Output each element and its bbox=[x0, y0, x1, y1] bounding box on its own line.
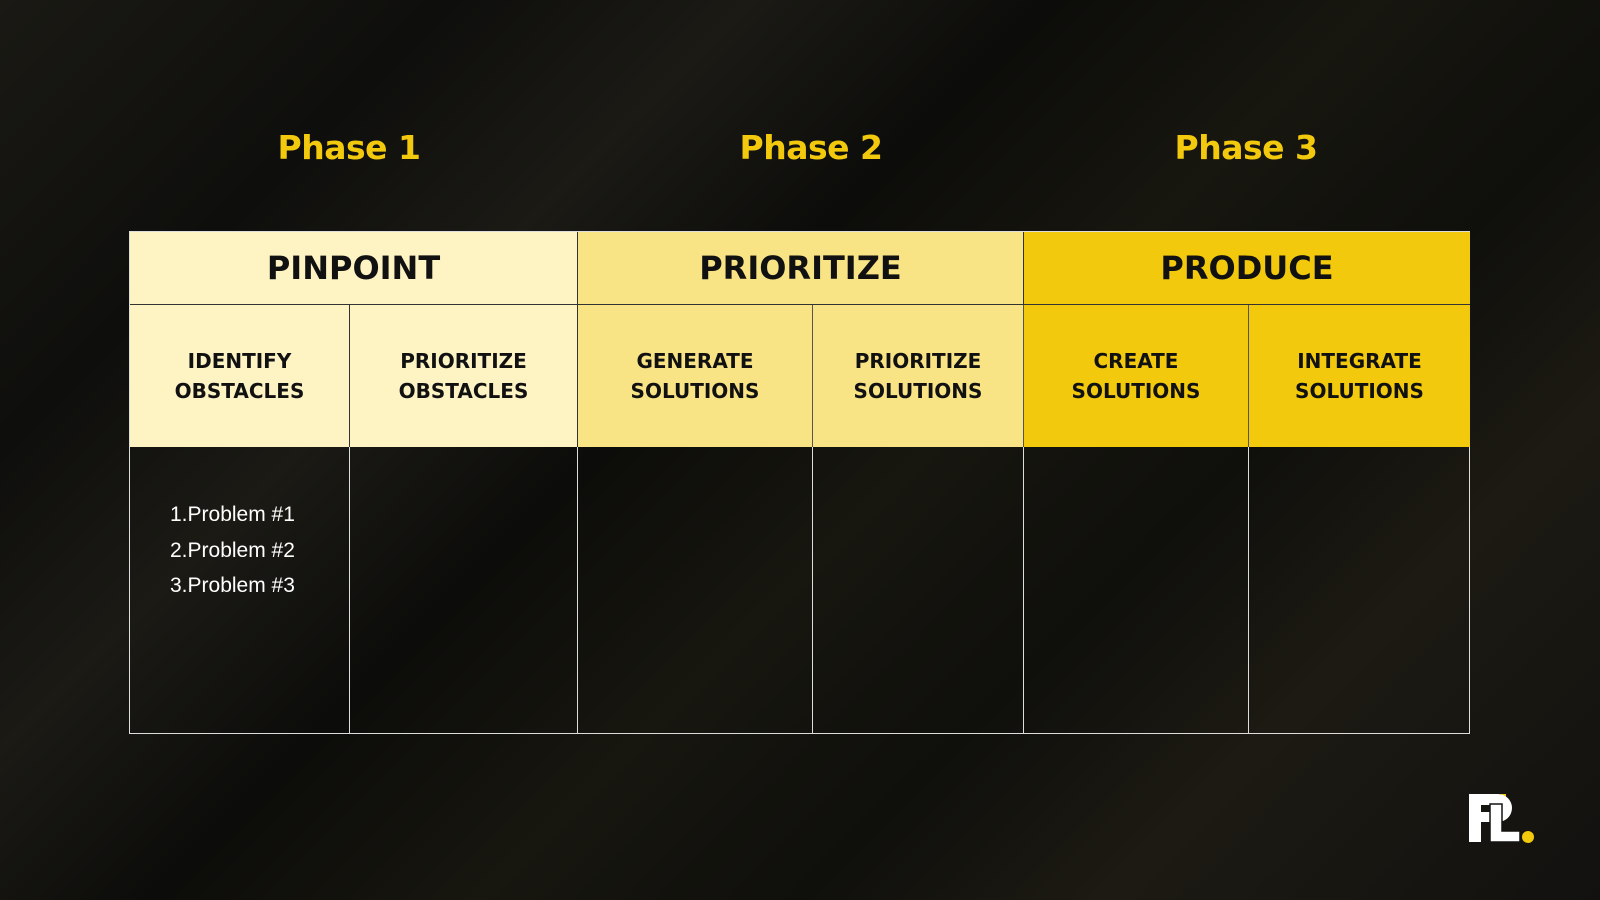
step-prioritize-obstacles: PRIORITIZE OBSTACLES bbox=[350, 305, 578, 447]
phase-3-title: Phase 3 bbox=[1174, 128, 1318, 167]
step-integrate-solutions: INTEGRATE SOLUTIONS bbox=[1249, 305, 1470, 447]
cell-create-solutions bbox=[1024, 447, 1249, 734]
problem-list: 1.Problem #1 2.Problem #2 3.Problem #3 bbox=[170, 497, 295, 604]
step-identify-obstacles: IDENTIFY OBSTACLES bbox=[130, 305, 350, 447]
step-label: OBSTACLES bbox=[174, 379, 305, 403]
step-label: OBSTACLES bbox=[398, 379, 529, 403]
step-label: SOLUTIONS bbox=[1071, 379, 1201, 403]
step-prioritize-solutions: PRIORITIZE SOLUTIONS bbox=[813, 305, 1024, 447]
cell-generate-solutions bbox=[578, 447, 813, 734]
step-label: GENERATE bbox=[636, 349, 754, 373]
step-label: IDENTIFY bbox=[187, 349, 292, 373]
phase-1-title: Phase 1 bbox=[277, 128, 421, 167]
stage-prioritize: PRIORITIZE bbox=[578, 232, 1024, 305]
step-generate-solutions: GENERATE SOLUTIONS bbox=[578, 305, 813, 447]
list-item: 3.Problem #3 bbox=[170, 574, 295, 597]
step-label: PRIORITIZE bbox=[400, 349, 527, 373]
stage-produce: PRODUCE bbox=[1024, 232, 1470, 305]
step-label: INTEGRATE bbox=[1297, 349, 1422, 373]
logo bbox=[1469, 794, 1534, 843]
cell-integrate-solutions bbox=[1249, 447, 1470, 734]
list-item: 1.Problem #1 bbox=[170, 503, 295, 526]
cell-prioritize-obstacles bbox=[350, 447, 578, 734]
cell-prioritize-solutions bbox=[813, 447, 1024, 734]
cell-identify-obstacles: 1.Problem #1 2.Problem #2 3.Problem #3 bbox=[130, 447, 350, 734]
list-item: 2.Problem #2 bbox=[170, 538, 295, 562]
phases-table: PINPOINT PRIORITIZE PRODUCE IDENTIFY OBST… bbox=[129, 231, 1470, 734]
step-create-solutions: CREATE SOLUTIONS bbox=[1024, 305, 1249, 447]
step-label: CREATE bbox=[1093, 349, 1179, 373]
step-label: SOLUTIONS bbox=[853, 379, 983, 403]
stage-pinpoint: PINPOINT bbox=[130, 232, 578, 305]
phase-2-title: Phase 2 bbox=[739, 128, 883, 167]
step-label: SOLUTIONS bbox=[1295, 379, 1424, 403]
step-label: PRIORITIZE bbox=[854, 349, 982, 373]
step-label: SOLUTIONS bbox=[630, 379, 760, 403]
